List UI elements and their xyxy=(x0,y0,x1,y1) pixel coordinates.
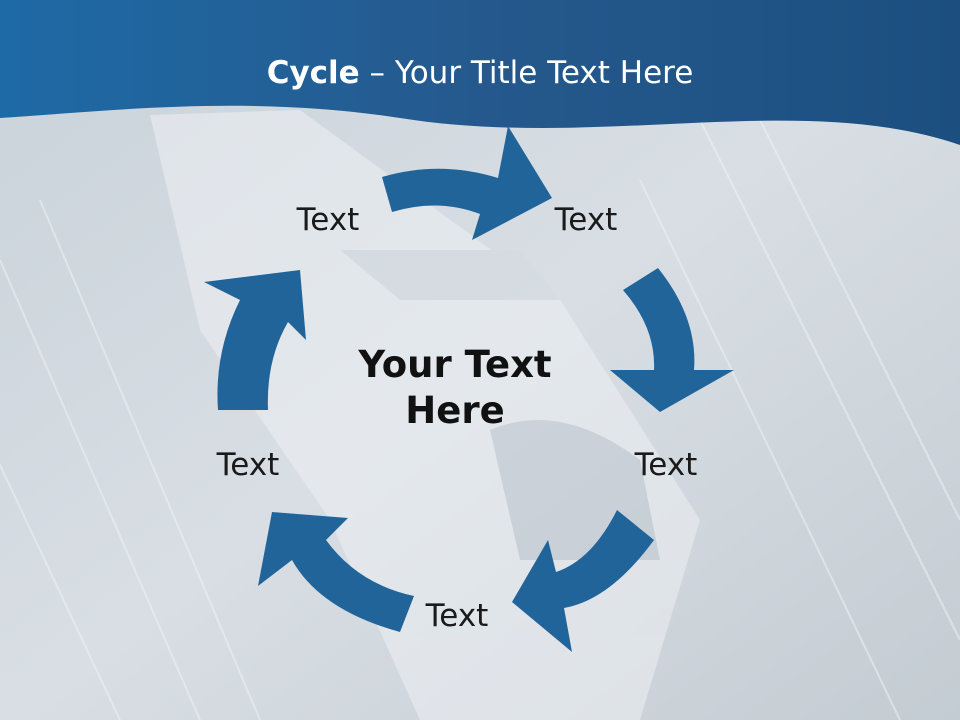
center-text-line2: Here xyxy=(405,389,505,432)
header-band xyxy=(0,0,960,145)
cycle-node-bottom: Text xyxy=(425,598,489,634)
title-bold-word: Cycle xyxy=(266,55,360,91)
title-rest: – Your Title Text Here xyxy=(359,55,694,91)
cycle-node-top-left: Text xyxy=(296,202,360,238)
cycle-node-top-right: Text xyxy=(554,202,618,238)
cycle-node-right: Text xyxy=(634,447,698,483)
cycle-arrow-icon xyxy=(204,270,306,410)
center-text: Your Text Here xyxy=(330,342,580,434)
cycle-arrow-icon xyxy=(258,512,414,632)
center-text-line1: Your Text xyxy=(358,343,552,386)
cycle-node-left: Text xyxy=(216,447,280,483)
cycle-arrow-icon xyxy=(512,510,654,652)
cycle-arrow-icon xyxy=(610,268,734,412)
cycle-arrow-icon xyxy=(382,126,552,240)
slide-title: Cycle – Your Title Text Here xyxy=(0,55,960,91)
